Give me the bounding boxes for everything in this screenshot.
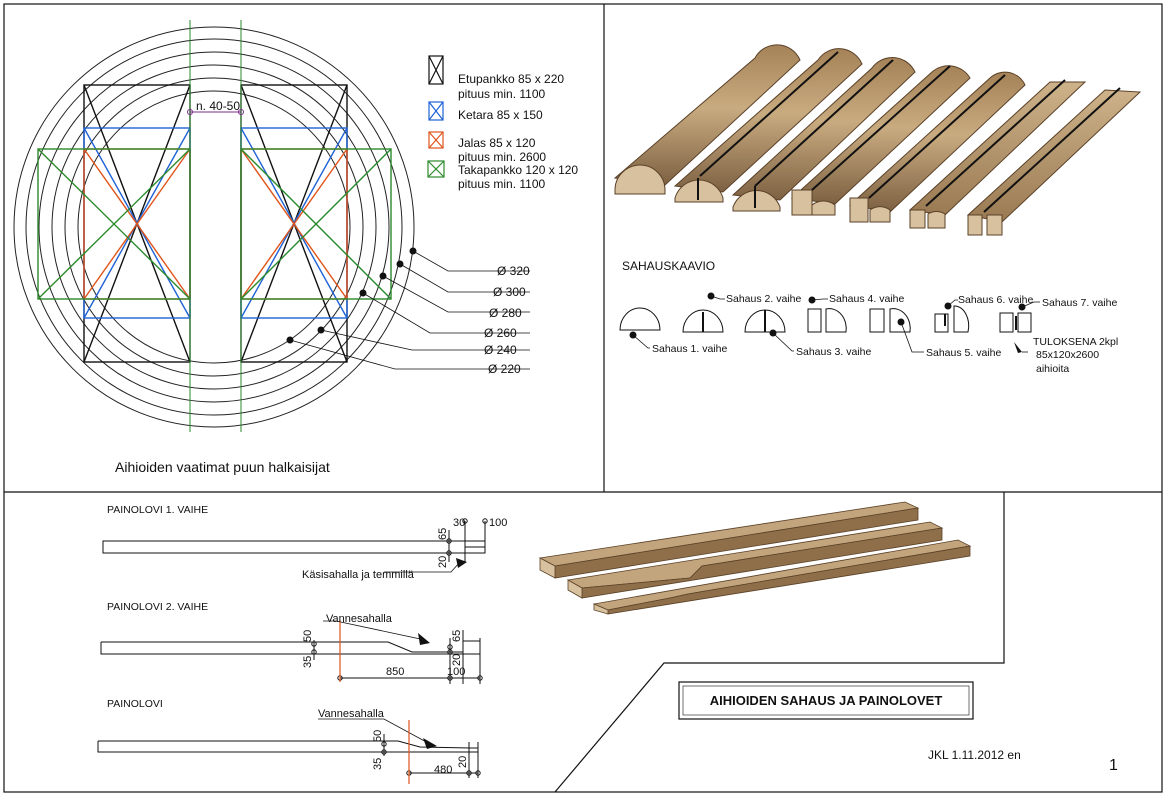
sawing-result-line: aihioita — [1036, 363, 1069, 375]
stage-note: Vannesahalla — [318, 708, 385, 720]
diameter-leaders — [289, 250, 530, 370]
legend-swatch-takapankko — [427, 160, 445, 178]
legend-label: Takapankko 120 x 120 — [458, 163, 578, 177]
log-stage-3 — [731, 57, 916, 212]
title-block: AIHIOIDEN SAHAUS JA PAINOLOVET JKL 1.11.… — [678, 681, 1118, 774]
sawing-step-label: Sahaus 1. vaihe — [652, 343, 727, 355]
legend-label: Etupankko 85 x 220 — [458, 72, 564, 86]
log-cross-section-diagram: n. 40-50 Ø 320 Ø 300 Ø 280 Ø 260 Ø 240 Ø… — [13, 20, 578, 475]
blank-rectangles-left — [37, 84, 191, 363]
dim-label: 50 — [372, 730, 384, 742]
legend-label: Jalas 85 x 120 — [458, 136, 536, 150]
gap-label: n. 40-50 — [196, 99, 240, 113]
sheet-title: AIHIOIDEN SAHAUS JA PAINOLOVET — [710, 693, 943, 708]
note-arrow-icon — [423, 738, 437, 749]
center-lines — [189, 20, 242, 432]
dim-label: 30 — [453, 517, 465, 529]
note-arrow-icon — [418, 633, 430, 645]
painolovi-stage-1: PAINOLOVI 1. VAIHE 30 100 65 20 Käsisaha… — [102, 504, 507, 581]
blank-rectangles-right — [240, 84, 392, 363]
dim-label: 100 — [489, 517, 507, 529]
legend-label: Ketara 85 x 150 — [458, 108, 543, 122]
dim-label: 100 — [447, 666, 465, 678]
legend-label: pituus min. 2600 — [458, 150, 546, 164]
log-stage-2 — [673, 48, 863, 203]
sheet-frame — [3, 3, 1163, 793]
painolovi-3d-planks — [538, 501, 972, 615]
legend-label: pituus min. 1100 — [458, 177, 545, 191]
sawing-step-label: Sahaus 3. vaihe — [796, 346, 871, 358]
log-stage-4 — [790, 65, 971, 216]
dim-label: 50 — [302, 630, 314, 642]
diameter-circles — [13, 26, 415, 428]
stage-title: PAINOLOVI 2. VAIHE — [107, 601, 208, 613]
sawing-step-label: Sahaus 4. vaihe — [829, 293, 904, 305]
dim-label: 35 — [302, 656, 314, 668]
log-stage-7 — [966, 87, 1142, 236]
dim-label: 65 — [437, 528, 449, 540]
sawing-step-label: Sahaus 7. vaihe — [1042, 297, 1117, 309]
diameter-label: Ø 240 — [484, 343, 517, 357]
stage-title: PAINOLOVI — [107, 698, 163, 710]
dim-label: 65 — [451, 630, 463, 642]
dim-label: 20 — [451, 654, 463, 666]
stage-note: Käsisahalla ja temmillä — [302, 569, 415, 581]
sawing-step-label: Sahaus 2. vaihe — [726, 293, 801, 305]
painolovi-stage-3: PAINOLOVI Vannesahalla 50 35 480 20 — [97, 698, 481, 784]
diameter-label: Ø 320 — [497, 264, 530, 278]
sawing-3d-sequence — [613, 44, 1142, 236]
sawing-schematic — [619, 305, 1032, 333]
dim-label: 20 — [457, 756, 469, 768]
sawing-result-line: TULOKSENA 2kpl — [1033, 336, 1118, 348]
sawing-step-label: Sahaus 5. vaihe — [926, 347, 1001, 359]
sawing-leaders — [632, 295, 1040, 353]
log-diagram-caption: Aihioiden vaatimat puun halkaisijat — [115, 459, 330, 475]
diameter-label: Ø 300 — [493, 285, 526, 299]
dim-label: 20 — [437, 556, 449, 568]
legend-label: pituus min. 1100 — [458, 87, 545, 101]
log-stage-5 — [848, 71, 1026, 223]
sawing-title: SAHAUSKAAVIO — [622, 259, 715, 273]
stage-title: PAINOLOVI 1. VAIHE — [107, 504, 208, 516]
diameter-label: Ø 260 — [484, 326, 517, 340]
diameter-label: Ø 280 — [489, 306, 522, 320]
result-arrow-icon — [1014, 342, 1022, 353]
gap-dimension — [187, 109, 244, 115]
legend-swatch-etupankko — [428, 55, 444, 85]
sawing-result-line: 85x120x2600 — [1036, 349, 1099, 361]
painolovi-stage-2: PAINOLOVI 2. VAIHE Vannesahalla 50 35 65… — [100, 601, 483, 684]
log-stage-6 — [908, 79, 1087, 229]
sawing-step-label: Sahaus 6. vaihe — [958, 294, 1033, 306]
log-stage-1 — [613, 44, 801, 195]
stage-note: Vannesahalla — [326, 613, 393, 625]
legend-swatch-jalas — [428, 131, 444, 149]
dim-label: 35 — [372, 758, 384, 770]
sheet-number: 1 — [1109, 757, 1118, 774]
diameter-label: Ø 220 — [488, 362, 521, 376]
note-arrow-icon — [456, 558, 467, 568]
dim-label: 850 — [386, 666, 404, 678]
sawing-leader-dots — [629, 292, 1026, 339]
legend-swatch-ketara — [428, 101, 444, 121]
author-date: JKL 1.11.2012 en — [928, 748, 1021, 762]
diameter-leader-dots — [286, 247, 417, 344]
legend: Etupankko 85 x 220 pituus min. 1100 Keta… — [427, 55, 578, 191]
dim-label: 480 — [434, 764, 452, 776]
